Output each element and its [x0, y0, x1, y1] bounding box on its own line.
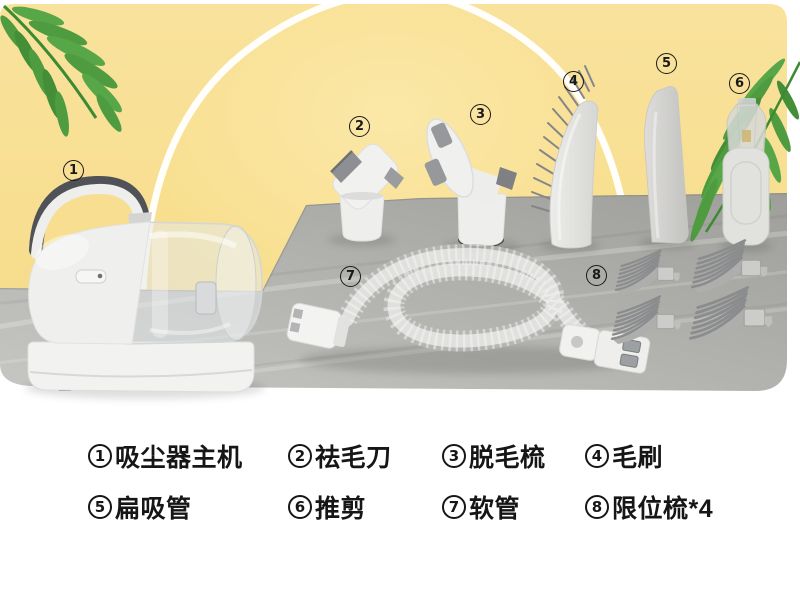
- legend-num-3: 3: [442, 444, 466, 468]
- legend-name-1: 吸尘器主机: [115, 444, 243, 472]
- brush-attachment: [531, 65, 599, 249]
- comb-tip: [496, 167, 517, 190]
- legend-item-5: 5 扁吸管: [88, 492, 288, 523]
- marker-3: 3: [470, 104, 491, 125]
- hose-connector-left: [286, 302, 351, 349]
- marker-5: 5: [656, 53, 677, 74]
- legend-item-4: 4 毛刷: [585, 441, 765, 472]
- legend-num-1: 1: [88, 444, 112, 468]
- legend-num-7: 7: [442, 495, 466, 519]
- legend-name-4: 毛刷: [612, 444, 664, 472]
- deshedding-comb-attachment: [424, 118, 517, 248]
- vacuum-base: [27, 341, 255, 393]
- legend-num-5: 5: [88, 495, 112, 519]
- clipper-head: [726, 103, 767, 151]
- marker-8: 8: [586, 265, 607, 286]
- legend-num-2: 2: [288, 444, 312, 468]
- hose-connector-right: [559, 323, 651, 374]
- legend-item-6: 6 推剪: [288, 492, 442, 523]
- legend-num-8: 8: [585, 495, 609, 519]
- legend-item-3: 3 脱毛梳: [442, 441, 585, 472]
- legend-name-6: 推剪: [315, 495, 367, 523]
- hose: [286, 244, 651, 374]
- legend-name-8: 限位梳*4: [612, 495, 714, 523]
- legend-num-6: 6: [288, 495, 312, 519]
- legend-name-5: 扁吸管: [115, 495, 192, 523]
- clipper-attachment: [722, 98, 770, 246]
- marker-2: 2: [349, 116, 370, 137]
- legend-name-2: 祛毛刀: [315, 444, 392, 472]
- legend-item-7: 7 软管: [442, 492, 585, 523]
- marker-6: 6: [729, 73, 750, 94]
- legend-item-1: 1 吸尘器主机: [88, 441, 288, 472]
- legend-name-7: 软管: [469, 495, 521, 523]
- marker-7: 7: [340, 266, 361, 287]
- legend-item-2: 2 祛毛刀: [288, 441, 442, 472]
- marker-4: 4: [563, 71, 584, 92]
- palm-leaf-top-left: [0, 4, 122, 137]
- legend-name-3: 脱毛梳: [469, 444, 546, 472]
- clipper-body: [722, 147, 770, 246]
- vacuum-handle: [31, 183, 145, 259]
- parts-legend: 1 吸尘器主机 2 祛毛刀 3 脱毛梳 4 毛刷 5 扁吸管 6 推剪 7 软管…: [88, 441, 765, 523]
- blade-cap: [331, 151, 362, 183]
- flat-nozzle-attachment: [644, 86, 689, 244]
- blade-nozzle: [384, 167, 404, 189]
- legend-item-8: 8 限位梳*4: [585, 492, 765, 523]
- vacuum-main-unit: [27, 175, 263, 393]
- marker-1: 1: [63, 160, 84, 181]
- legend-num-4: 4: [585, 444, 609, 468]
- blade-attachment: [330, 143, 404, 242]
